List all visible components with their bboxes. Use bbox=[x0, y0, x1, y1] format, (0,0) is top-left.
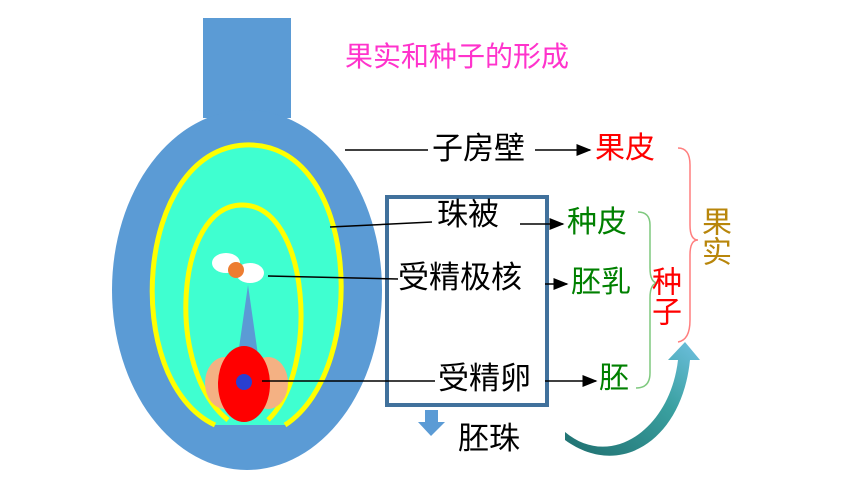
ovule-box bbox=[385, 195, 549, 407]
pointer-integument bbox=[329, 221, 433, 228]
label-fertilized-egg: 受精卵 bbox=[438, 361, 531, 397]
egg-nucleus bbox=[236, 374, 252, 390]
label-ovary-wall: 子房壁 bbox=[432, 131, 525, 167]
seed-brace bbox=[635, 211, 659, 389]
ovary-stalk bbox=[203, 18, 291, 118]
fruit-brace bbox=[677, 147, 699, 343]
label-ovule: 胚珠 bbox=[458, 421, 520, 457]
pollen-tube bbox=[238, 285, 258, 355]
outer-integument bbox=[149, 142, 344, 428]
fertilized-polar-nucleus bbox=[228, 262, 244, 278]
result-seed-coat: 种皮 bbox=[567, 205, 627, 240]
inner-integument bbox=[183, 202, 304, 422]
ovule-down-arrow bbox=[418, 410, 445, 436]
label-integument: 珠被 bbox=[437, 197, 499, 233]
result-embryo: 胚 bbox=[599, 361, 629, 396]
page-title: 果实和种子的形成 bbox=[345, 40, 570, 73]
group-fruit-label: 果实 bbox=[696, 206, 731, 266]
label-fertilized-polar-nuclei: 受精极核 bbox=[398, 260, 522, 296]
pointer-polar-nuclei bbox=[267, 275, 399, 280]
group-seed-label: 种子 bbox=[646, 266, 681, 326]
curved-arrow bbox=[565, 342, 700, 456]
ovule-inner-fill bbox=[152, 144, 342, 425]
result-pericarp: 果皮 bbox=[595, 131, 655, 166]
result-endosperm: 胚乳 bbox=[571, 265, 631, 300]
